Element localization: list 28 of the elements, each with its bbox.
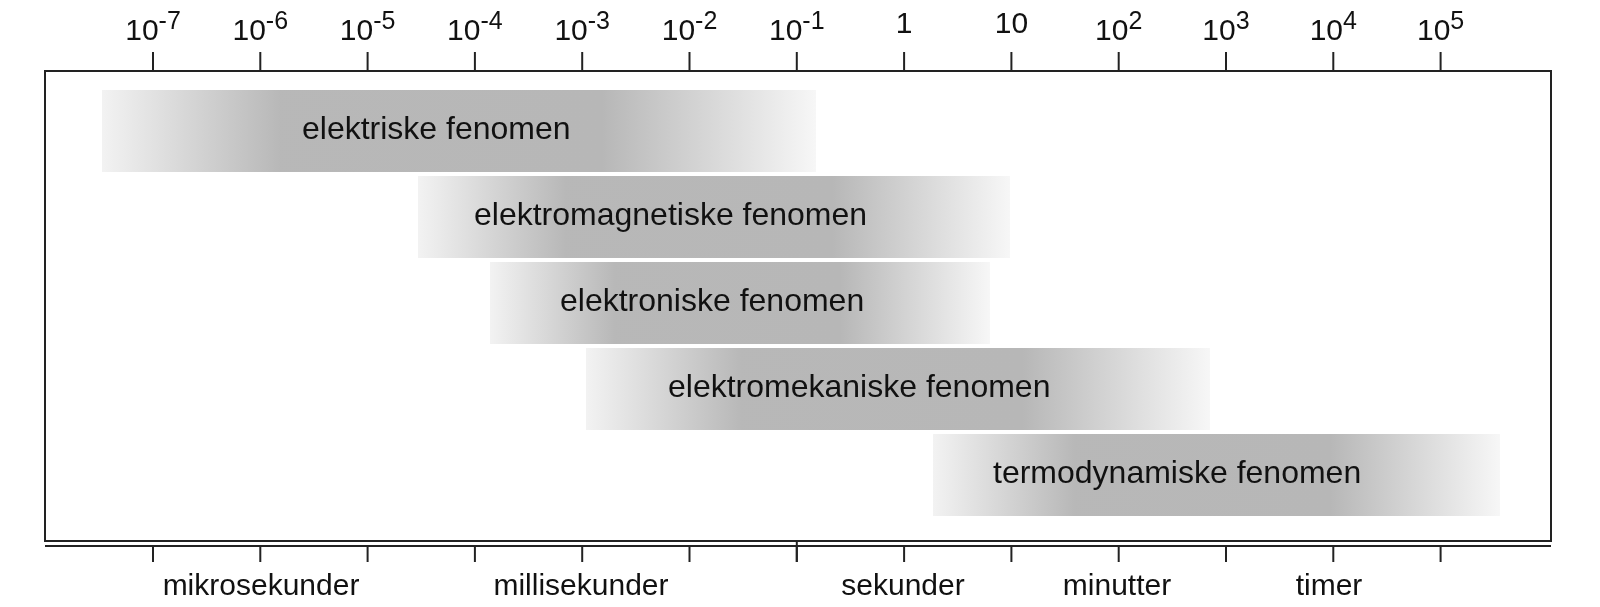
tick-label: 10 bbox=[994, 6, 1029, 40]
tick-label: 10$^{-3}$ bbox=[554, 6, 610, 47]
tick-label: 10$^{3}$ bbox=[1202, 6, 1250, 47]
tick-label: 10$^{-4}$ bbox=[447, 6, 503, 47]
tick-label: 10$^{-7}$ bbox=[125, 6, 181, 47]
band-label: termodynamiske fenomen bbox=[993, 454, 1362, 491]
tick-label: 10$^{-1}$ bbox=[769, 6, 825, 47]
band-label: elektromagnetiske fenomen bbox=[474, 196, 868, 233]
tick-label: 1 bbox=[895, 6, 913, 40]
tick-label: 10$^{2}$ bbox=[1095, 6, 1143, 47]
range-band bbox=[102, 90, 816, 172]
unit-label: mikrosekunder bbox=[162, 568, 360, 602]
tick-label: 10$^{4}$ bbox=[1309, 6, 1357, 47]
tick-label: 10$^{-6}$ bbox=[232, 6, 289, 47]
tick-label: 10$^{-5}$ bbox=[339, 6, 396, 47]
unit-label: sekunder bbox=[841, 568, 965, 602]
band-label: elektriske fenomen bbox=[302, 110, 571, 147]
tick-label: 10$^{-2}$ bbox=[661, 6, 718, 47]
range-band bbox=[490, 262, 990, 344]
unit-label: timer bbox=[1295, 568, 1363, 602]
range-band bbox=[586, 348, 1210, 430]
range-band bbox=[418, 176, 1010, 258]
band-label: elektroniske fenomen bbox=[560, 282, 865, 319]
range-band bbox=[933, 434, 1500, 516]
unit-label: millisekunder bbox=[493, 568, 669, 602]
unit-label: minutter bbox=[1062, 568, 1172, 602]
tick-label: 10$^{5}$ bbox=[1416, 6, 1465, 47]
band-label: elektromekaniske fenomen bbox=[668, 368, 1051, 405]
